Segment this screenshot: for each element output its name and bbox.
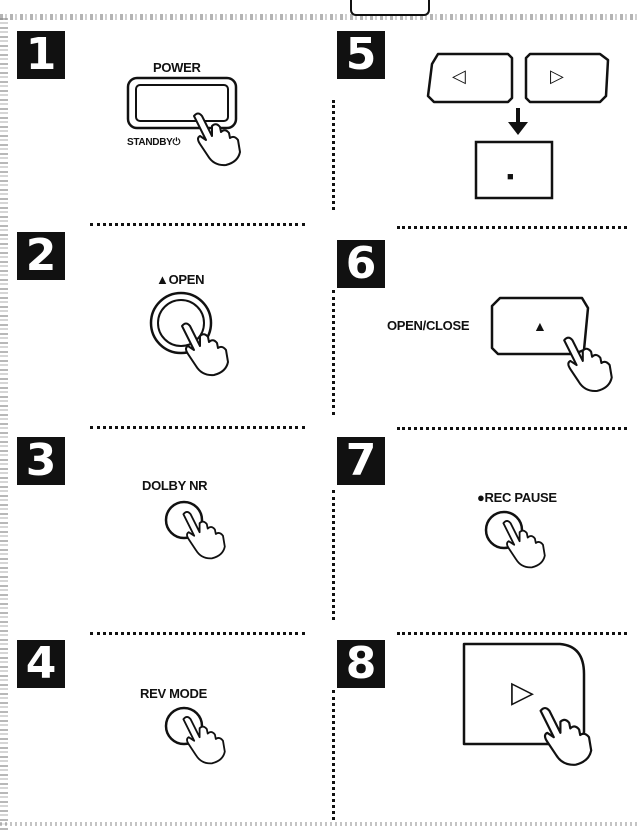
pressing-hand-icon bbox=[498, 516, 552, 570]
pressing-hand-icon bbox=[176, 318, 236, 378]
stop-symbol: ■ bbox=[507, 171, 513, 183]
scan-border-bottom bbox=[0, 822, 639, 826]
separator-step-7 bbox=[397, 427, 627, 430]
play-forward-button[interactable] bbox=[522, 50, 614, 106]
separator-step-4 bbox=[90, 632, 305, 635]
step-8-number: 8 bbox=[337, 640, 385, 688]
step-6-number: 6 bbox=[337, 240, 385, 288]
step-4-number: 4 bbox=[17, 640, 65, 688]
open-close-label: OPEN/CLOSE bbox=[387, 318, 469, 333]
pressing-hand-icon bbox=[558, 332, 620, 394]
rev-mode-label: REV MODE bbox=[140, 686, 207, 701]
arrow-down-icon bbox=[506, 108, 530, 136]
rewind-button[interactable] bbox=[424, 50, 516, 106]
column-divider-6 bbox=[332, 290, 335, 415]
open-label: ▲OPEN bbox=[156, 272, 204, 287]
eject-symbol: ▲ bbox=[533, 318, 547, 334]
dolby-nr-label: DOLBY NR bbox=[142, 478, 207, 493]
pressing-hand-icon bbox=[178, 712, 232, 766]
column-divider-8 bbox=[332, 690, 335, 820]
column-divider-5 bbox=[332, 100, 335, 210]
step-5-number: 5 bbox=[337, 31, 385, 79]
column-divider-7 bbox=[332, 490, 335, 620]
pressing-hand-icon bbox=[178, 507, 232, 561]
play-symbol: ▷ bbox=[511, 675, 534, 710]
step-3-number: 3 bbox=[17, 437, 65, 485]
step-7-number: 7 bbox=[337, 437, 385, 485]
separator-step-3 bbox=[90, 426, 305, 429]
power-label: POWER bbox=[153, 60, 201, 75]
stop-button[interactable] bbox=[474, 140, 558, 202]
play-forward-symbol: ▷ bbox=[550, 66, 564, 87]
scan-border-top bbox=[0, 14, 639, 20]
rec-pause-label: ●REC PAUSE bbox=[477, 490, 557, 505]
pressing-hand-icon bbox=[188, 108, 248, 168]
rewind-symbol: ◁ bbox=[452, 66, 466, 87]
separator-step-6 bbox=[397, 226, 627, 229]
pressing-hand-icon bbox=[534, 702, 600, 768]
separator-step-8 bbox=[397, 632, 627, 635]
step-2-number: 2 bbox=[17, 232, 65, 280]
scan-border-left bbox=[0, 18, 8, 830]
separator-step-2 bbox=[90, 223, 305, 226]
standby-label: STANDBY⏻ bbox=[127, 137, 180, 148]
previous-figure-edge bbox=[350, 0, 430, 16]
step-1-number: 1 bbox=[17, 31, 65, 79]
